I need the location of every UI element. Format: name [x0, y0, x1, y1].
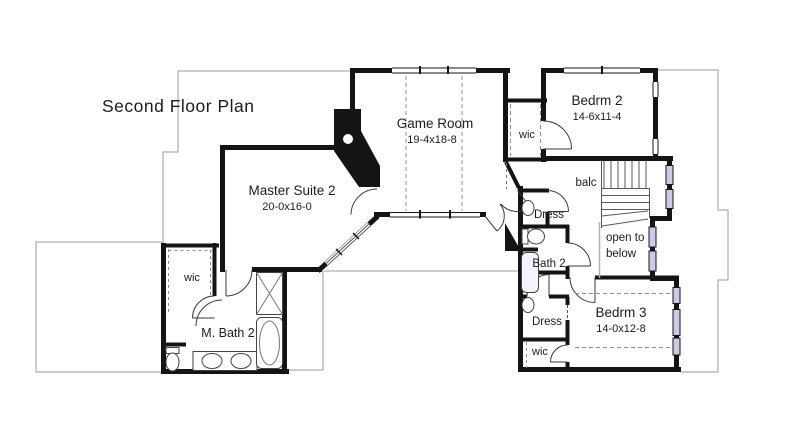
door-wic-bottom [550, 344, 568, 363]
labels: Second Floor Plan Game Room 19-4x18-8 Ma… [102, 93, 647, 358]
room-label-bedrm2: Bedrm 2 [571, 93, 622, 108]
door-mbath [195, 299, 223, 327]
double-door-leaf-1 [484, 203, 505, 232]
room-label-wic-left: wic [183, 272, 200, 284]
lower-floor-outline [35, 69, 729, 373]
shower-icon [256, 272, 283, 315]
room-label-balcony: balc [575, 177, 596, 189]
interior-walls [161, 98, 679, 370]
sink-icon-dress-upper [521, 200, 535, 216]
fixtures [165, 200, 545, 372]
room-label-bedrm3: Bedrm 3 [595, 305, 646, 320]
room-dims-bedrm2: 14-6x11-4 [573, 111, 622, 123]
open-to-below-line2: below [606, 248, 637, 260]
vestibule-wall-mass [505, 223, 521, 251]
bathtub-icon-mbath [256, 317, 283, 369]
room-label-wic-bottom: wic [531, 346, 548, 358]
room-label-master-suite: Master Suite 2 [248, 183, 335, 198]
open-to-below-line1: open to [606, 232, 644, 244]
door-bath2 [567, 242, 591, 267]
room-label-game-room: Game Room [397, 116, 474, 131]
stairs [601, 160, 650, 228]
toilet-icon-mbath [165, 347, 180, 372]
dashed-lines [168, 76, 673, 368]
fireplace-flue [343, 134, 353, 144]
sink-icon-dress-lower [521, 297, 535, 313]
door-bedrm2 [543, 120, 572, 150]
room-label-bath2: Bath 2 [532, 258, 565, 270]
windows [324, 66, 681, 356]
room-label-wic-top: wic [518, 129, 535, 141]
door-master-to-hall [225, 269, 253, 297]
room-label-dress-lower: Dress [532, 316, 562, 328]
room-dims-master-suite: 20-0x16-0 [262, 201, 312, 213]
room-dims-game-room: 19-4x18-8 [407, 134, 457, 146]
toilet-icon-bath2 [521, 228, 545, 245]
bathtub-icon-bath2 [521, 252, 539, 293]
room-label-mbath2: M. Bath 2 [201, 326, 255, 340]
room-label-dress-upper: Dress [534, 209, 564, 221]
plan-title: Second Floor Plan [102, 96, 254, 116]
door-dress-upper [547, 190, 569, 212]
door-wic-left [192, 295, 215, 319]
room-dims-bedrm3: 14-0x12-8 [596, 323, 646, 335]
door-bedrm3 [569, 277, 596, 303]
door-master-entry [350, 188, 378, 215]
door-openings [225, 121, 547, 273]
vanity-double-sink [192, 351, 258, 371]
fireplace-mass [334, 109, 521, 251]
pocket-door-dashed [565, 305, 570, 320]
